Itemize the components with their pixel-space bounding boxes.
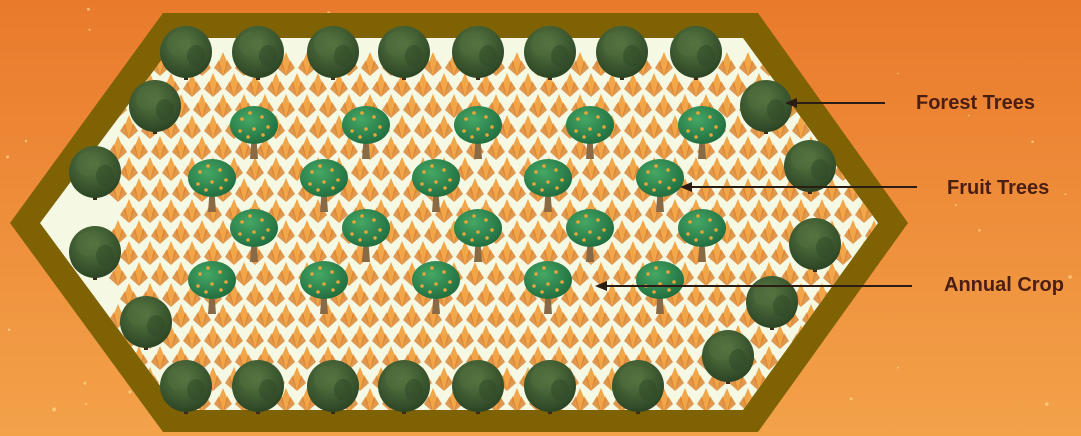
forest-trees-label: Forest Trees [916, 92, 1035, 115]
fruit-trees-label: Fruit Trees [947, 177, 1049, 200]
annual-crop-label: Annual Crop [944, 274, 1064, 297]
